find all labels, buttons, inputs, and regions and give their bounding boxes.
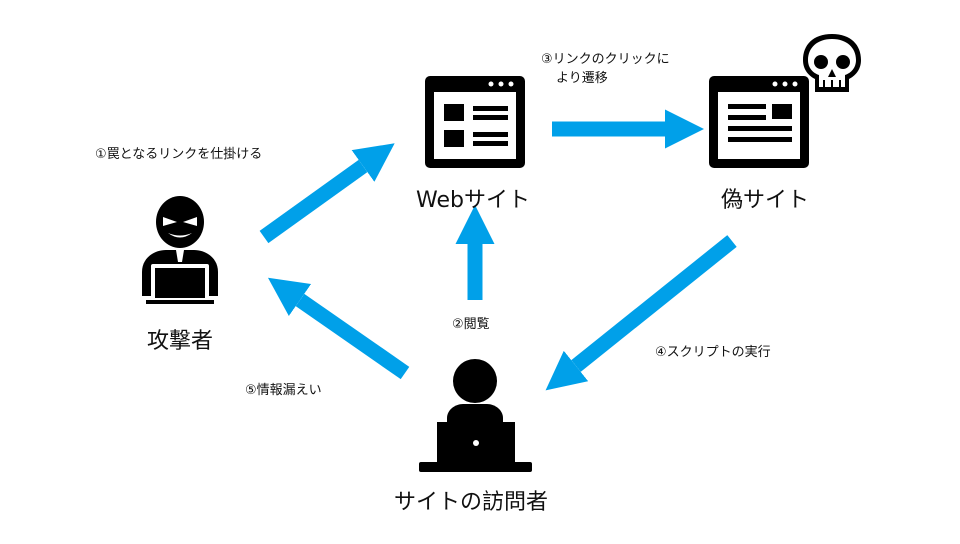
visitor-icon bbox=[419, 359, 532, 472]
website-browser-icon bbox=[425, 76, 525, 168]
step-4-label: ④スクリプトの実行 bbox=[655, 345, 771, 360]
fake-site-label: 偽サイト bbox=[721, 188, 810, 213]
attacker-label: 攻撃者 bbox=[147, 329, 214, 354]
step-3-label-line2: より遷移 bbox=[556, 71, 608, 86]
step-3-label-line1: ③リンクのクリックに bbox=[541, 52, 670, 67]
arrow-visitor-to-attacker bbox=[267, 277, 410, 380]
arrows bbox=[259, 109, 737, 391]
step-5-label: ⑤情報漏えい bbox=[245, 383, 322, 398]
fake-site-browser-icon bbox=[709, 76, 809, 168]
attacker-icon bbox=[142, 196, 218, 304]
arrow-attacker-to-website bbox=[259, 143, 395, 244]
arrow-fake-site-to-visitor bbox=[545, 235, 737, 391]
website-label: Webサイト bbox=[416, 188, 530, 213]
step-2-label: ②閲覧 bbox=[452, 317, 490, 332]
visitor-label: サイトの訪問者 bbox=[394, 490, 549, 515]
step-1-label: ①罠となるリンクを仕掛ける bbox=[95, 147, 263, 162]
skull-icon bbox=[803, 34, 861, 92]
